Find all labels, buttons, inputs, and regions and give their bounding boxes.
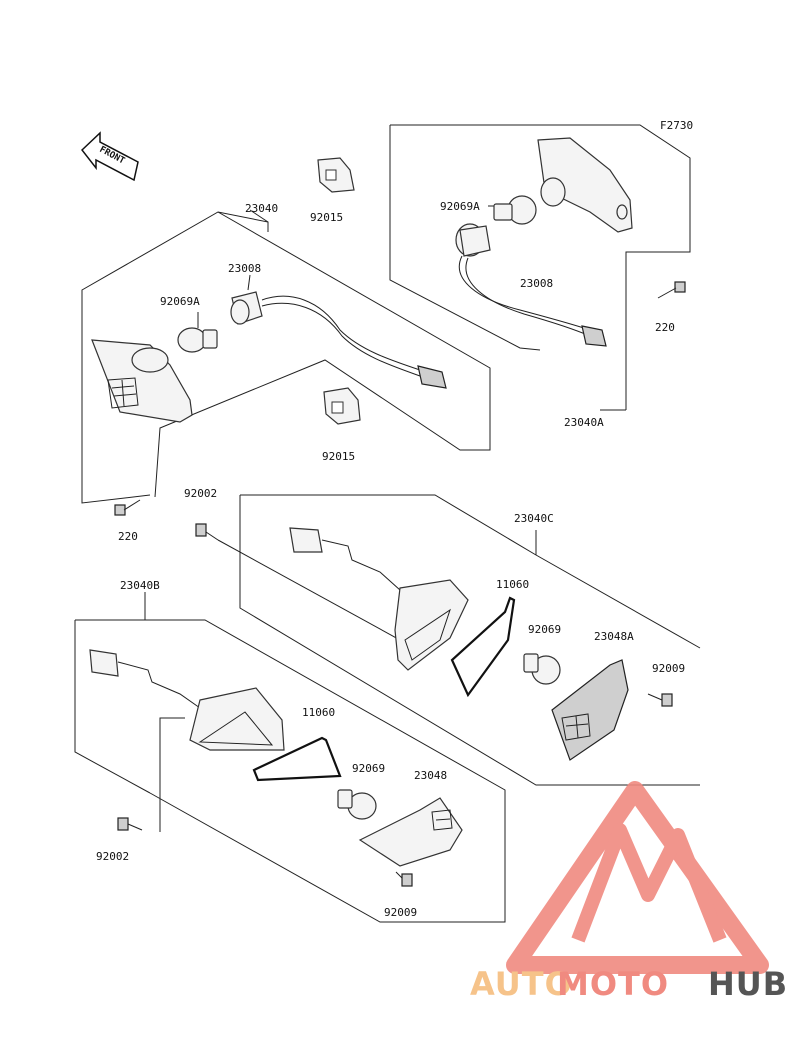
lens-23048	[358, 797, 463, 867]
label-92069-upper: 92069	[528, 623, 561, 636]
wordmark-moto: MOTO	[557, 965, 669, 1003]
socket-23008-left	[230, 291, 447, 389]
gasket-11060-lower	[252, 736, 342, 782]
label-23008-left: 23008	[228, 262, 261, 275]
gasket-11060-upper	[450, 596, 516, 698]
socket-23008-right	[455, 223, 607, 347]
label-92069A-right: 92069A	[440, 200, 480, 213]
label-92015-mid: 92015	[322, 450, 355, 463]
label-92002-lower: 92002	[96, 850, 129, 863]
automotohub-wordmark: AUTO MOTO HUB	[470, 965, 788, 1003]
screw-92009-right	[647, 693, 673, 707]
turn-signal-upper	[289, 527, 469, 671]
screw-220-right	[657, 281, 686, 299]
label-220-right: 220	[655, 321, 675, 334]
screw-92002-top	[195, 523, 401, 641]
lens-left	[91, 339, 193, 423]
label-23048: 23048	[414, 769, 447, 782]
bulb-92069A-right	[493, 195, 537, 225]
label-220-left: 220	[118, 530, 138, 543]
lens-23048A	[551, 659, 629, 761]
wordmark-hub: HUB	[708, 965, 788, 1003]
lens-right	[537, 137, 633, 233]
label-11060-upper: 11060	[496, 578, 529, 591]
group-23040B	[74, 592, 506, 923]
screw-92009-lower	[395, 871, 413, 887]
label-23008-right: 23008	[520, 277, 553, 290]
label-92015-top: 92015	[310, 211, 343, 224]
label-23040A: 23040A	[564, 416, 604, 429]
front-arrow-icon: FRONT	[80, 131, 139, 182]
clip-92015-mid	[323, 387, 361, 425]
label-92009-lower: 92009	[384, 906, 417, 919]
screw-92002-lower	[117, 817, 143, 831]
group-23040A	[389, 124, 691, 411]
label-23040: 23040	[245, 202, 278, 215]
automotohub-logo	[506, 781, 769, 974]
figure-code: F2730	[660, 119, 693, 132]
label-11060-lower: 11060	[302, 706, 335, 719]
group-23040C	[239, 494, 701, 786]
bulb-92069-upper	[523, 653, 561, 685]
label-92069-lower: 92069	[352, 762, 385, 775]
group-23040	[81, 209, 491, 504]
bulb-92069-lower	[337, 789, 377, 820]
label-92009-right: 92009	[652, 662, 685, 675]
turn-signal-lower	[89, 649, 285, 751]
wordmark-auto: AUTO	[470, 965, 573, 1003]
screw-220-left	[114, 499, 141, 516]
clip-92015-top	[317, 157, 355, 193]
label-92002-top: 92002	[184, 487, 217, 500]
label-23040C: 23040C	[514, 512, 554, 525]
label-23048A: 23048A	[594, 630, 634, 643]
bulb-92069A-left	[177, 312, 218, 353]
label-92069A-left: 92069A	[160, 295, 200, 308]
label-23040B: 23040B	[120, 579, 160, 592]
